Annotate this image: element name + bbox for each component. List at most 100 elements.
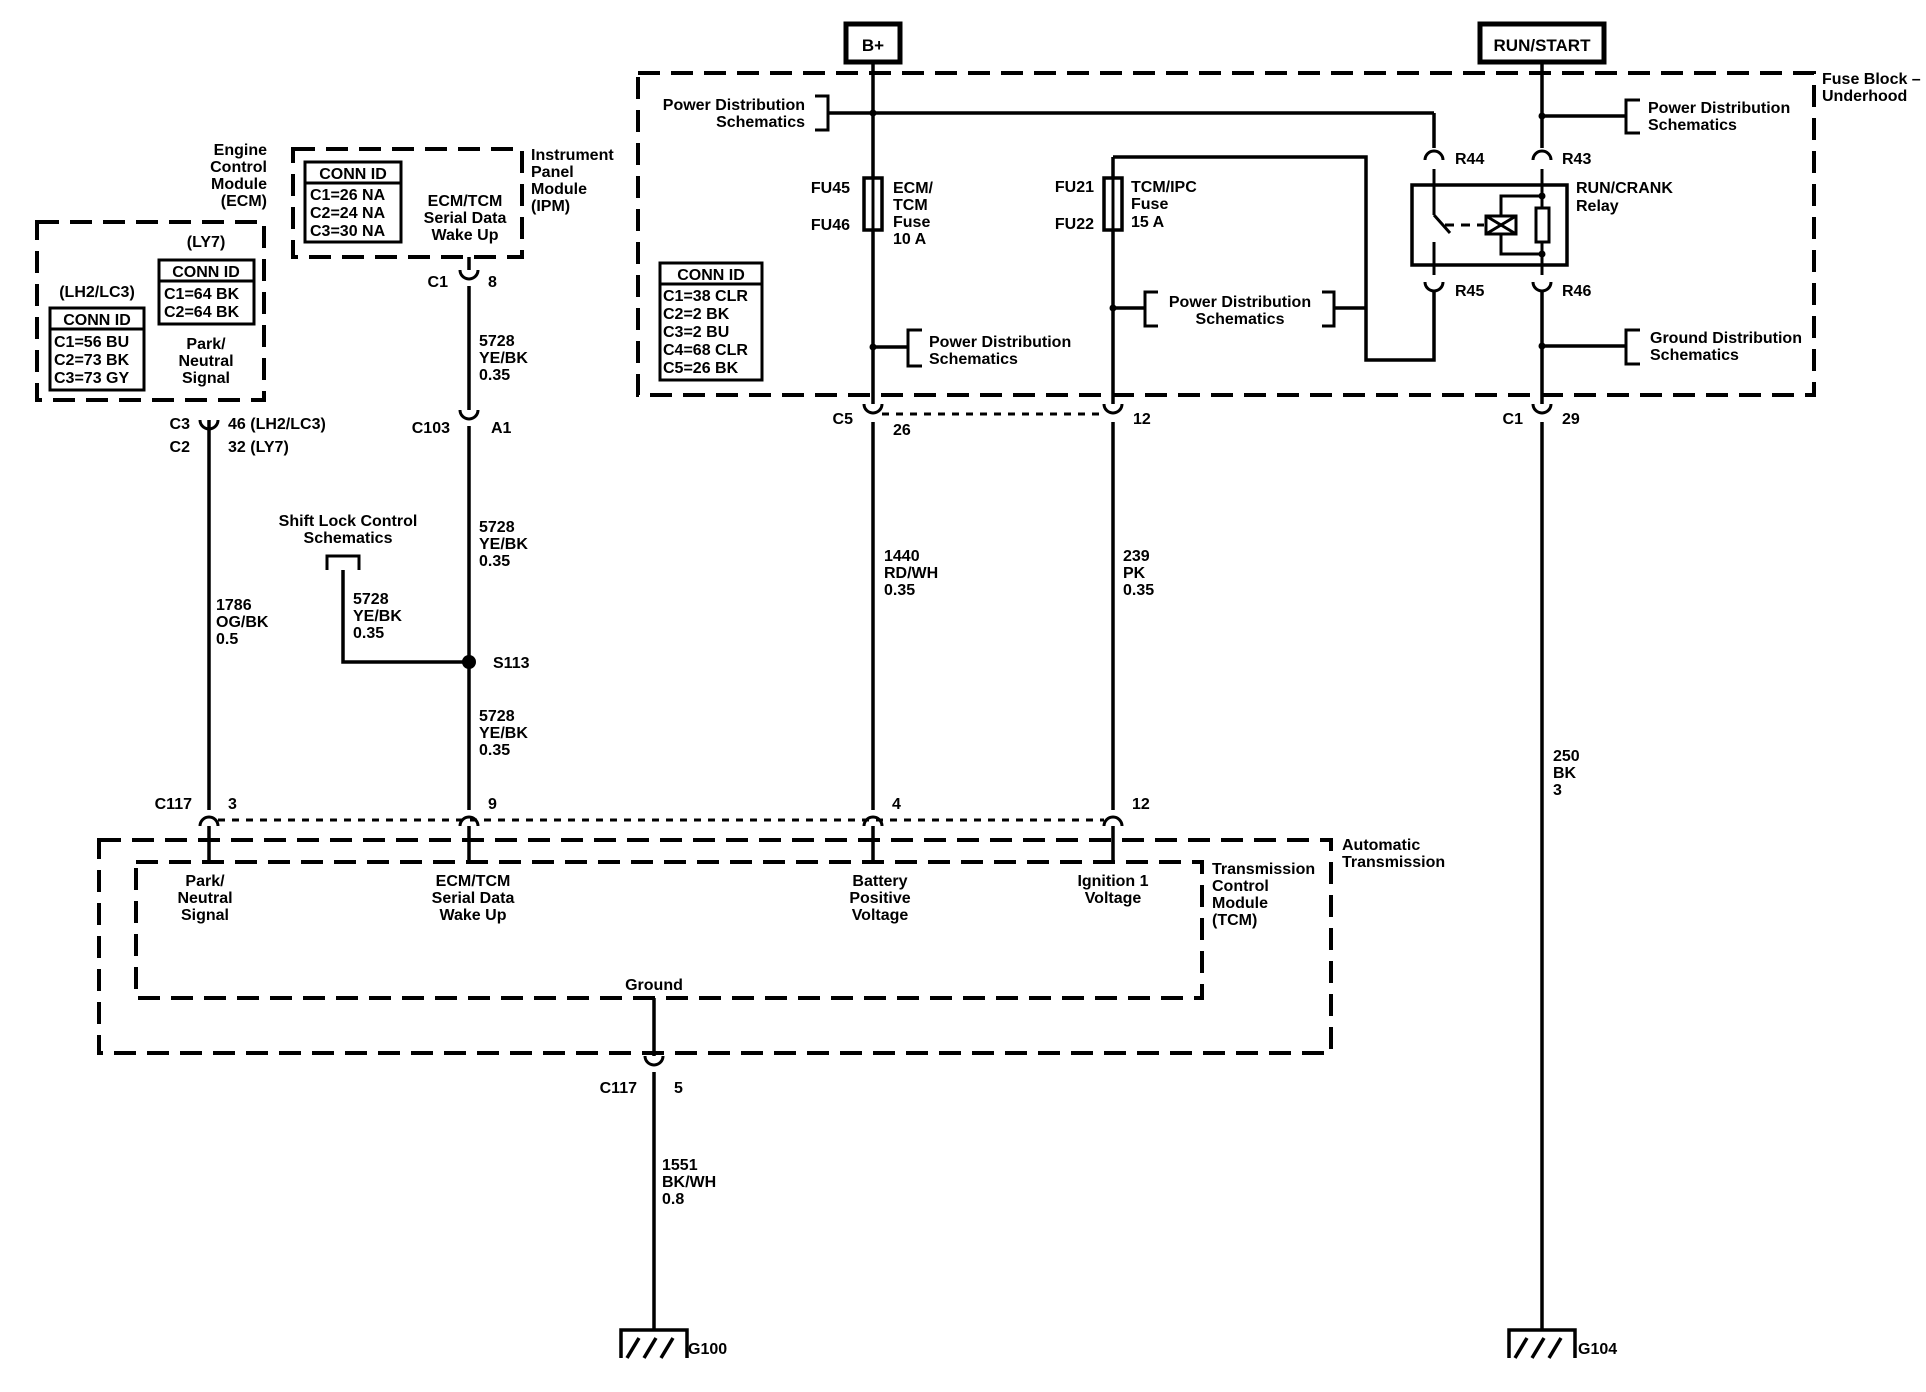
wire-batt: 1440: [884, 548, 920, 565]
tcm-ground-label: Ground: [625, 977, 683, 994]
wire-ipm1: 5728: [479, 333, 515, 350]
fuse-block-conn-table: [658, 261, 764, 382]
g100-label: G100: [688, 1341, 727, 1358]
tcm-pin-battery: Battery: [852, 873, 907, 890]
c5-pin2: 12: [1133, 411, 1151, 428]
ipm-label: Instrument: [531, 147, 614, 164]
tcm-pin-ignition: Ignition 1: [1077, 873, 1148, 890]
wire-gnd: BK/WH: [662, 1174, 716, 1191]
tcm-pin-park-neutral: Neutral: [177, 890, 232, 907]
tcm-pin-battery: Positive: [849, 890, 910, 907]
ground-symbol-g100: [619, 1328, 689, 1359]
fuse2-id: FU22: [1055, 216, 1094, 233]
wire-ipm3: YE/BK: [479, 725, 528, 742]
connector-arcs: [198, 149, 1553, 1067]
ecm-label: Module: [211, 176, 267, 193]
wire-ipm3: 5728: [479, 708, 515, 725]
ipm-conn-title: CONN ID: [319, 166, 387, 183]
tcm-pin-serial-data: Wake Up: [440, 907, 507, 924]
tcm-pin-battery: Voltage: [852, 907, 909, 924]
pd-left-label: Schematics: [716, 114, 805, 131]
wire-slc: 0.35: [353, 625, 384, 642]
ecm-lh2-conn-table: [48, 306, 146, 392]
ecm-ly7-conn-row: C1=64 BK: [164, 286, 240, 303]
c5-label: C5: [833, 411, 854, 428]
ipm-pin-label: Wake Up: [432, 227, 499, 244]
ecm-lh2-conn-row: C1=56 BU: [54, 334, 129, 351]
shift-lock-label: Shift Lock Control: [279, 513, 418, 530]
ecm-lh2-conn-row: C2=73 BK: [54, 352, 130, 369]
ecm-ly7-conn-table: [157, 258, 256, 326]
fb-conn-row: C3=2 BU: [663, 324, 729, 341]
gd-right-label: Ground Distribution: [1650, 330, 1802, 347]
pd-low-label: Power Distribution: [929, 334, 1071, 351]
ipm-conn-pin: 8: [488, 274, 497, 291]
ipm-conn-row: C1=26 NA: [310, 187, 386, 204]
ecm-label: Control: [210, 159, 267, 176]
wire-ipm2: 5728: [479, 519, 515, 536]
wire-run: BK: [1553, 765, 1577, 782]
c117-label: C117: [155, 796, 192, 813]
ecm-label: (ECM): [221, 193, 267, 210]
fuse-block-label: Fuse Block –: [1822, 71, 1921, 88]
ecm-lh2-label: (LH2/LC3): [59, 284, 135, 301]
wire-ign: PK: [1123, 565, 1146, 582]
wire-ipm1: YE/BK: [479, 350, 528, 367]
wire-gnd: 1551: [662, 1157, 698, 1174]
wire-ecm: 0.5: [216, 631, 238, 648]
fb-conn-row: C5=26 BK: [663, 360, 739, 377]
tcm-label: Transmission: [1212, 861, 1315, 878]
ecm-ly7-label: (LY7): [187, 234, 226, 251]
c117-pin-3: 3: [228, 796, 237, 813]
wire-ipm3: 0.35: [479, 742, 510, 759]
run-crank-relay: [1410, 169, 1569, 275]
pd-mid-label: Schematics: [1196, 311, 1285, 328]
fuse2-label: 15 A: [1131, 214, 1165, 231]
wire-slc: 5728: [353, 591, 389, 608]
r45-return: [1113, 155, 1436, 362]
pd-left-label: Power Distribution: [663, 97, 805, 114]
ecm-boundary: [35, 220, 266, 402]
ipm-pin-label: Serial Data: [424, 210, 507, 227]
wire-ecm: 1786: [216, 597, 252, 614]
fuse-block-boundary: [636, 71, 1816, 397]
ipm-conn-row: C3=30 NA: [310, 223, 386, 240]
c103-label: C103: [412, 420, 450, 437]
ipm-pin-label: ECM/TCM: [428, 193, 503, 210]
ground-symbol-g104: [1507, 1328, 1577, 1359]
shift-lock-label: Schematics: [304, 530, 393, 547]
fuse2-label: TCM/IPC: [1131, 179, 1197, 196]
ecm-lh2-conn-title: CONN ID: [63, 312, 131, 329]
wire-gnd: 0.8: [662, 1191, 684, 1208]
run-start-label: RUN/START: [1494, 36, 1592, 55]
pd-mid-label: Power Distribution: [1169, 294, 1311, 311]
ecm-conn-pin: 46 (LH2/LC3): [228, 416, 326, 433]
fb-conn-row: C1=38 CLR: [663, 288, 748, 305]
ecm-conn-pin: 32 (LY7): [228, 439, 289, 456]
ipm-label: Module: [531, 181, 587, 198]
fuse1-label: Fuse: [893, 214, 930, 231]
b-plus-label: B+: [862, 36, 884, 55]
automatic-transmission-boundary: [97, 838, 1333, 1055]
wire-run: 250: [1553, 748, 1580, 765]
auto-trans-label: Automatic: [1342, 837, 1420, 854]
wire-ipm2: 0.35: [479, 553, 510, 570]
ecm-conn-name: C3: [170, 416, 191, 433]
fuse1-label: 10 A: [893, 231, 927, 248]
c117-pin-4: 4: [892, 796, 901, 813]
ipm-label: Panel: [531, 164, 574, 181]
c117-pin-12: 12: [1132, 796, 1150, 813]
wire-batt: RD/WH: [884, 565, 938, 582]
fuse1-id: FU46: [811, 217, 850, 234]
g104-label: G104: [1578, 1341, 1617, 1358]
fb-conn-row: C4=68 CLR: [663, 342, 748, 359]
gd-right-label: Schematics: [1650, 347, 1739, 364]
fuse2-id: FU21: [1055, 179, 1094, 196]
tcm-pin-serial-data: Serial Data: [432, 890, 515, 907]
tcm-label: Module: [1212, 895, 1268, 912]
c5-pin: 26: [893, 422, 911, 439]
ipm-conn-table: [303, 160, 403, 244]
fb-conn-title: CONN ID: [677, 267, 745, 284]
ipm-conn-name: C1: [428, 274, 449, 291]
fuse-block-label: Underhood: [1822, 88, 1907, 105]
